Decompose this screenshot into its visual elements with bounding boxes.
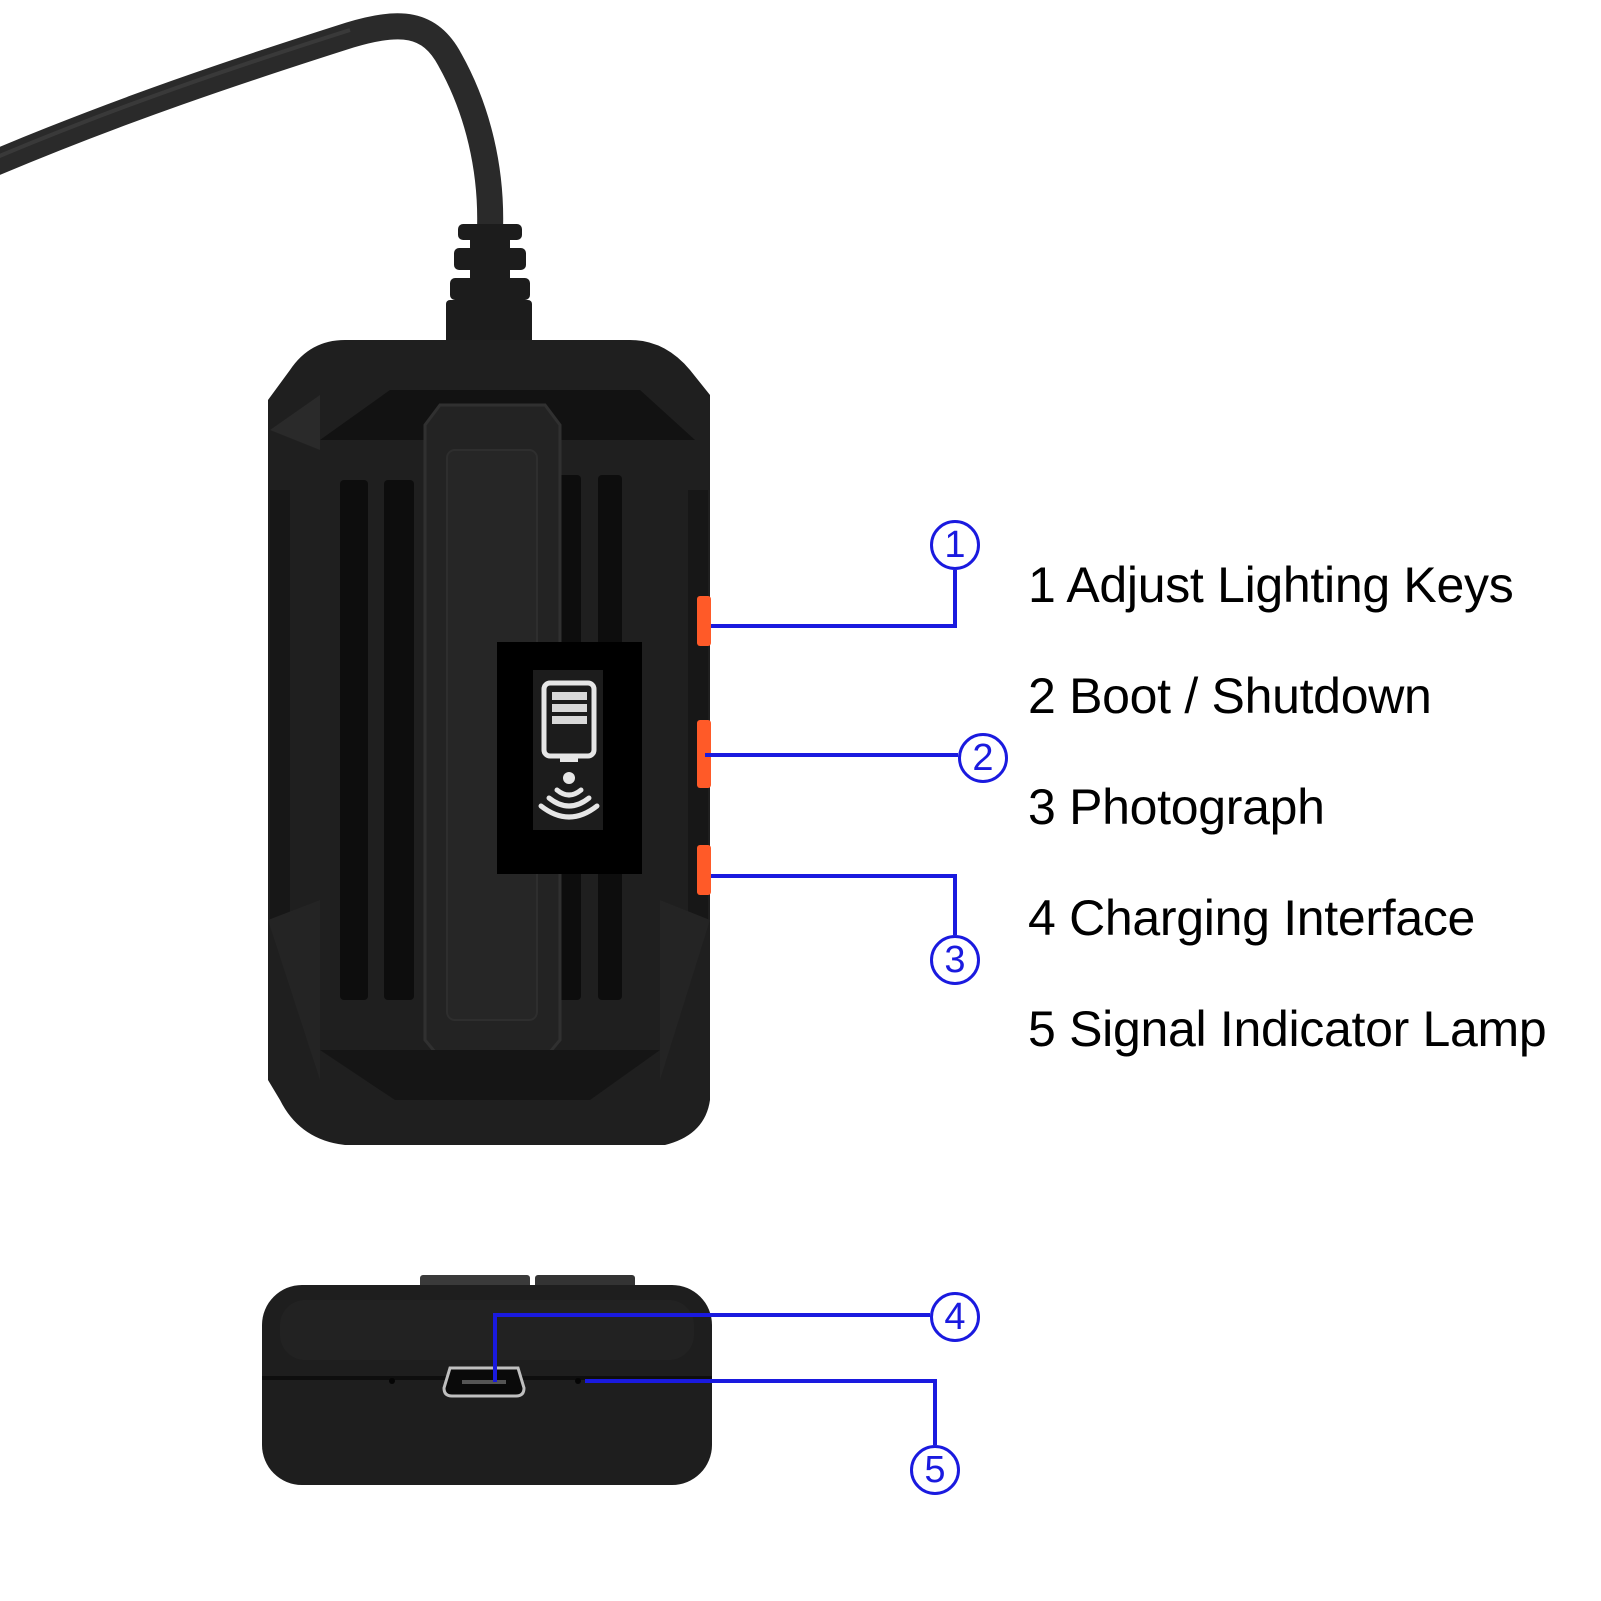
button-2 [697, 720, 711, 788]
callout-4: 4 [930, 1292, 980, 1342]
legend-item-4: 4 Charging Interface [1028, 890, 1476, 946]
callout-5: 5 [910, 1445, 960, 1495]
cable [0, 13, 504, 243]
button-3 [697, 845, 711, 895]
strain-relief [446, 224, 532, 344]
legend: 1 Adjust Lighting Keys 2 Boot / Shutdown… [1028, 557, 1547, 1115]
micro-usb-port [442, 1366, 526, 1398]
callout-3: 3 [930, 935, 980, 985]
legend-item-1: 1 Adjust Lighting Keys [1028, 557, 1514, 613]
callout-lines [493, 570, 958, 1445]
legend-item-2: 2 Boot / Shutdown [1028, 668, 1432, 724]
button-1 [697, 596, 711, 646]
legend-item-5: 5 Signal Indicator Lamp [1028, 1001, 1547, 1057]
battery-wifi-icon [538, 680, 600, 820]
callout-1: 1 [930, 520, 980, 570]
callout-2: 2 [958, 733, 1008, 783]
legend-item-3: 3 Photograph [1028, 779, 1325, 835]
bottom-view [262, 1275, 712, 1485]
main-body [268, 340, 711, 1145]
